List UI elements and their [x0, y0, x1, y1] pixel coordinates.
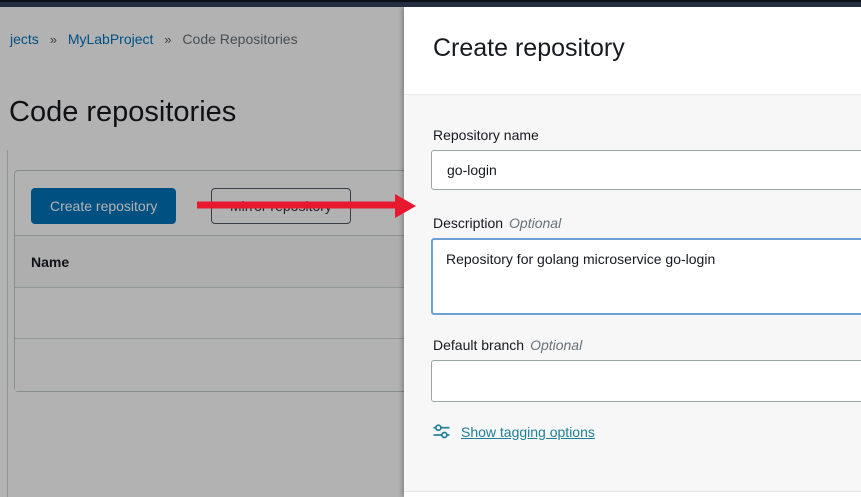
panel-title: Create repository: [433, 34, 625, 62]
breadcrumb-current: Code Repositories: [182, 31, 298, 47]
create-repository-button[interactable]: Create repository: [31, 188, 177, 224]
description-textarea[interactable]: Repository for golang microservice go-lo…: [431, 238, 861, 315]
repository-name-label-text: Repository name: [433, 127, 539, 143]
column-header-name: Name: [31, 253, 70, 270]
breadcrumb-link-mylabproject[interactable]: MyLabProject: [67, 31, 154, 47]
table-row: [15, 338, 449, 391]
show-tagging-options-link[interactable]: Show tagging options: [461, 423, 595, 440]
tagging-options-row: Show tagging options: [433, 423, 595, 440]
repository-name-input[interactable]: [431, 150, 861, 190]
create-repository-panel: Create repository Repository name Descri…: [404, 7, 861, 497]
panel-footer: [404, 491, 861, 497]
breadcrumb-link-projects[interactable]: jects: [10, 31, 39, 47]
page-title: Code repositories: [9, 96, 237, 128]
repository-name-label: Repository name: [433, 127, 539, 143]
modal-dim-overlay: [0, 7, 404, 497]
default-branch-optional-text: Optional: [530, 337, 583, 353]
description-optional-text: Optional: [509, 215, 562, 231]
sidenav-edge-divider: [7, 150, 8, 497]
table-header-row: Name: [15, 235, 449, 287]
default-branch-label: Default branch Optional: [433, 337, 582, 353]
description-label: Description Optional: [433, 215, 561, 231]
panel-header: Create repository: [404, 7, 861, 95]
sliders-icon: [433, 424, 450, 439]
top-nav-bar: [0, 0, 861, 7]
breadcrumb: jects » MyLabProject » Code Repositories: [10, 31, 298, 47]
table-row: [15, 287, 449, 338]
description-label-text: Description: [433, 215, 504, 231]
default-branch-input[interactable]: [431, 360, 861, 402]
breadcrumb-separator-icon: »: [164, 32, 172, 47]
breadcrumb-separator-icon: »: [49, 32, 57, 47]
default-branch-label-text: Default branch: [433, 337, 525, 353]
